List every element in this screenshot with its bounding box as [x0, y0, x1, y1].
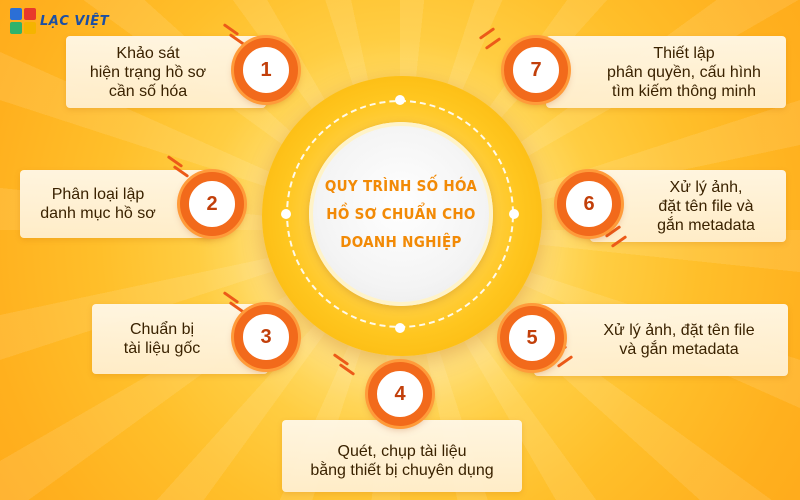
step-7-line-3: tìm kiếm thông minh: [611, 82, 757, 100]
step-2-number: 2: [180, 172, 244, 236]
hub-dot: [395, 323, 405, 333]
step-6-line-1: Xử lý ảnh,: [669, 178, 743, 196]
step-6-number: 6: [557, 172, 621, 236]
step-1-line-1: Khảo sát: [116, 44, 180, 62]
step-4-line-1: Quét, chụp tài liệu: [337, 443, 467, 460]
step-4-accent-icon: [332, 353, 362, 384]
step-7-number: 7: [504, 38, 568, 102]
step-7-line-2: phân quyền, cấu hình: [607, 63, 761, 81]
step-5-line-2: và gắn metadata: [619, 341, 739, 358]
step-3-line-1: Chuẩn bị: [129, 321, 195, 338]
step-7-panel: Thiết lập phân quyền, cấu hình tìm kiếm …: [546, 36, 786, 108]
logo-mark-icon: [10, 8, 36, 34]
step-5-panel: Xử lý ảnh, đặt tên file và gắn metadata: [534, 304, 788, 376]
step-3-number: 3: [234, 305, 298, 369]
hub-title-line-2: HỒ SƠ CHUẨN CHO: [326, 205, 476, 223]
step-6-accent-icon: [604, 225, 634, 256]
step-5-number: 5: [500, 306, 564, 370]
step-1-line-2: hiện trạng hồ sơ: [89, 63, 207, 81]
hub-dot: [395, 95, 405, 105]
step-2-line-2: danh mục hồ sơ: [40, 205, 156, 222]
step-6-line-2: đặt tên file và: [658, 197, 754, 215]
step-4-panel: Quét, chụp tài liệu bằng thiết bị chuyên…: [282, 420, 522, 492]
step-3-line-2: tài liệu gốc: [123, 340, 201, 357]
logo-text: LẠC VIỆT: [40, 13, 110, 29]
step-1-panel: Khảo sát hiện trạng hồ sơ cần số hóa: [66, 36, 266, 108]
step-7-line-1: Thiết lập: [653, 44, 715, 62]
hub-dot: [281, 209, 291, 219]
hub-title-line-1: QUY TRÌNH SỐ HÓA: [324, 177, 478, 195]
step-5-line-1: Xử lý ảnh, đặt tên file: [603, 322, 755, 339]
hub-title: QUY TRÌNH SỐ HÓA HỒ SƠ CHUẨN CHO DOANH N…: [309, 122, 493, 306]
step-4-line-2: bằng thiết bị chuyên dụng: [310, 462, 494, 479]
step-1-number: 1: [234, 38, 298, 102]
step-4-number: 4: [368, 362, 432, 426]
lac-viet-logo: LẠC VIỆT: [10, 8, 109, 34]
step-2-panel: Phân loại lập danh mục hồ sơ: [20, 170, 212, 238]
step-6-line-3: gắn metadata: [657, 216, 755, 234]
hub-title-line-3: DOANH NGHIỆP: [340, 233, 462, 251]
hub-dot: [509, 209, 519, 219]
step-6-panel: Xử lý ảnh, đặt tên file và gắn metadata: [590, 170, 786, 242]
step-2-line-1: Phân loại lập: [51, 186, 145, 203]
step-7-accent-icon: [478, 27, 508, 58]
step-1-line-3: cần số hóa: [108, 82, 188, 100]
